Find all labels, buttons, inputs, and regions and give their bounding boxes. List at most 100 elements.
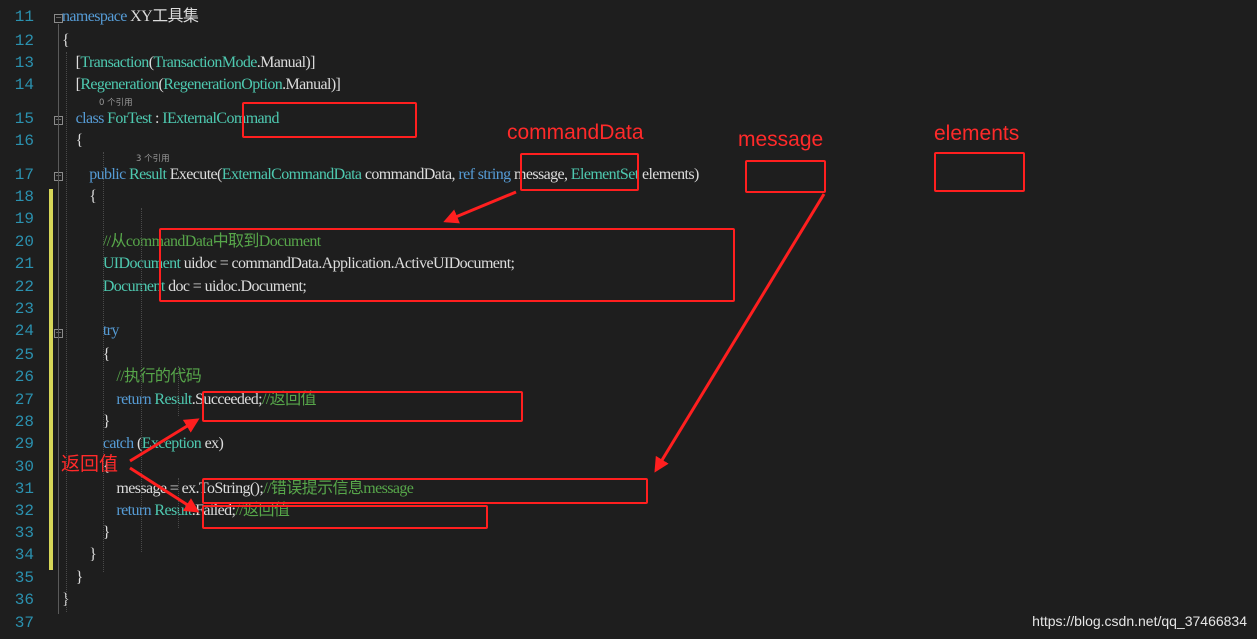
line-number: 25 <box>14 346 34 364</box>
annotation-return-value: 返回值 <box>61 453 119 475</box>
code-line[interactable]: { <box>62 186 97 208</box>
code-line[interactable]: try <box>62 320 120 342</box>
code-token: } <box>62 591 70 608</box>
code-token: //执行的代码 <box>116 368 202 385</box>
line-number: 14 <box>14 76 34 94</box>
code-token: ( <box>158 76 164 93</box>
line-number: 26 <box>14 368 34 386</box>
line-number: 29 <box>14 435 34 453</box>
arrow-message-to-assign <box>654 193 826 473</box>
code-line[interactable]: { <box>62 456 111 478</box>
arrow-return-to-failed <box>129 466 200 513</box>
code-line[interactable]: //从commandData中取到Document <box>62 231 321 253</box>
code-line[interactable]: } <box>62 544 97 566</box>
change-marker <box>49 324 53 570</box>
code-token: : <box>151 110 163 127</box>
highlight-return-succeeded <box>202 391 523 422</box>
code-token: ExternalCommandData <box>221 166 362 183</box>
line-number: 31 <box>14 480 34 498</box>
annotation-elements: elements <box>934 122 1020 145</box>
line-number: 18 <box>14 188 34 206</box>
annotation-message: message <box>738 128 824 151</box>
code-token: try <box>102 322 120 339</box>
code-line[interactable]: } <box>62 589 70 611</box>
code-token: { <box>62 188 97 205</box>
line-number: 34 <box>14 546 34 564</box>
code-token: ( <box>133 435 142 452</box>
line-number: 36 <box>14 591 34 609</box>
code-token: catch <box>102 435 134 452</box>
code-token: //返回值 <box>261 391 317 408</box>
code-token: elements) <box>638 166 699 183</box>
code-token: XY工具集 <box>126 8 199 25</box>
fold-toggle-icon[interactable]: − <box>54 13 63 23</box>
line-number: 27 <box>14 391 34 409</box>
code-token: Exception <box>141 435 202 452</box>
code-token: commandData, <box>361 166 459 183</box>
code-token: .Manual)] <box>282 76 341 93</box>
method-reference-count[interactable]: 3 个引用 <box>136 154 170 164</box>
indent-guide <box>141 208 142 552</box>
code-line[interactable]: //执行的代码 <box>62 366 201 388</box>
code-token: .Manual)] <box>256 54 316 71</box>
line-number: 15 <box>14 110 34 128</box>
code-token: [ <box>62 54 81 71</box>
code-token: { <box>62 458 111 475</box>
class-reference-count[interactable]: 0 个引用 <box>99 98 133 108</box>
watermark-url: https://blog.csdn.net/qq_37466834 <box>1032 613 1247 629</box>
code-token: } <box>62 413 111 430</box>
code-line[interactable]: } <box>62 567 84 589</box>
code-line[interactable]: [Regeneration(RegenerationOption.Manual)… <box>62 74 341 96</box>
code-line[interactable]: class ForTest : IExternalCommand <box>62 108 280 130</box>
code-token: ( <box>148 54 154 71</box>
highlight-elements-param <box>934 152 1025 192</box>
code-token: //错误提示信息message <box>263 480 414 497</box>
code-line[interactable]: catch (Exception ex) <box>62 433 224 455</box>
code-token: [ <box>62 76 81 93</box>
code-token: } <box>62 569 84 586</box>
change-marker <box>49 189 53 324</box>
code-token: namespace <box>62 8 127 25</box>
fold-guide <box>58 24 59 614</box>
highlight-document-block <box>159 228 735 302</box>
code-token: Result <box>154 391 192 408</box>
code-line[interactable]: public Result Execute(ExternalCommandDat… <box>62 164 699 186</box>
line-number: 33 <box>14 524 34 542</box>
line-number: 23 <box>14 300 34 318</box>
code-token: doc = uidoc.Document; <box>164 278 307 295</box>
code-token: TransactionMode <box>153 54 257 71</box>
code-line[interactable]: } <box>62 522 111 544</box>
arrow-commanddata-to-block <box>443 190 517 224</box>
code-token: RegenerationOption <box>163 76 283 93</box>
line-number: 16 <box>14 132 34 150</box>
line-number: 28 <box>14 413 34 431</box>
line-number: 22 <box>14 278 34 296</box>
line-number: 12 <box>14 32 34 50</box>
highlight-commanddata-param <box>520 153 639 191</box>
line-number: 19 <box>14 210 34 228</box>
indent-guide <box>103 152 104 572</box>
code-token: return <box>116 391 152 408</box>
code-line[interactable]: Document doc = uidoc.Document; <box>62 276 307 298</box>
code-line[interactable]: return Result.Succeeded;//返回值 <box>62 389 316 411</box>
code-line[interactable]: { <box>62 30 70 52</box>
code-line[interactable]: [Transaction(TransactionMode.Manual)] <box>62 52 316 74</box>
code-line[interactable]: namespace XY工具集 <box>62 6 199 28</box>
code-token: ElementSet <box>570 166 639 183</box>
code-token: } <box>62 546 97 563</box>
code-token: return <box>116 502 152 519</box>
highlight-message-assign <box>202 478 648 504</box>
code-line[interactable]: { <box>62 130 84 152</box>
code-token: //从commandData中取到Document <box>102 233 321 250</box>
code-token: ref <box>458 166 475 183</box>
line-number: 24 <box>14 322 34 340</box>
code-token: { <box>62 346 111 363</box>
code-token: Regeneration <box>80 76 159 93</box>
line-number: 37 <box>14 614 34 632</box>
code-line[interactable]: { <box>62 344 111 366</box>
line-number: 11 <box>14 8 34 26</box>
code-line[interactable]: } <box>62 411 111 433</box>
code-token: Result <box>129 166 167 183</box>
